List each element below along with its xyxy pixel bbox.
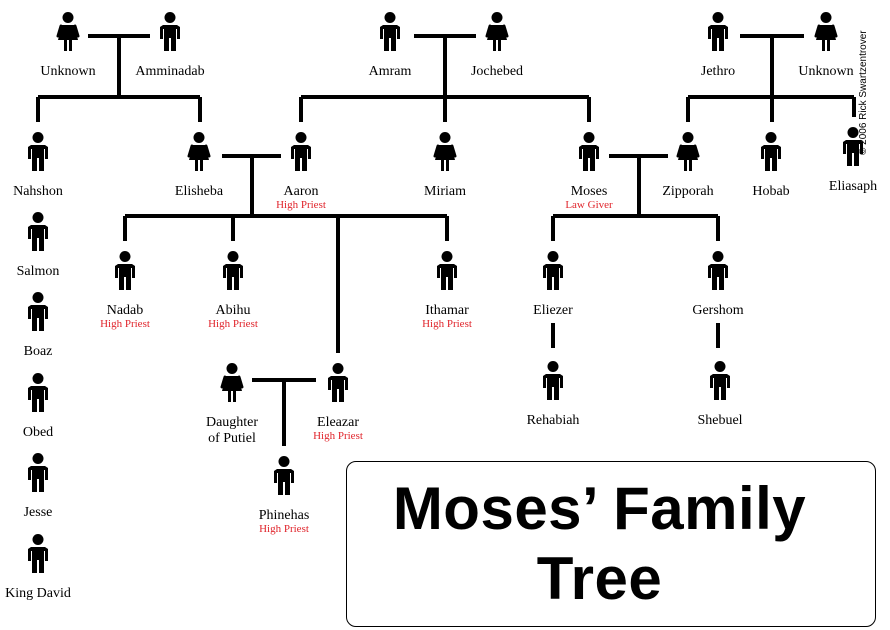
person-name-miriam: Miriam: [424, 184, 466, 199]
connector-lines: [36, 34, 856, 446]
person-name-eleazar: Eleazar: [317, 415, 359, 430]
person-name-king-david: King David: [5, 586, 71, 601]
person-name-line2-daughter-of-putiel: of Putiel: [208, 431, 256, 446]
title-box: Moses’ Family Tree: [346, 461, 876, 627]
male-person-icon: [274, 456, 294, 495]
female-person-icon: [433, 132, 457, 171]
person-name-nadab: Nadab: [107, 303, 144, 318]
person-name-aaron: Aaron: [284, 184, 319, 199]
person-title-eleazar: High Priest: [313, 430, 363, 442]
male-person-icon: [708, 251, 728, 290]
male-person-icon: [437, 251, 457, 290]
copyright-notice: © 2006 Rick Swartzentrover: [858, 30, 869, 155]
person-title-ithamar: High Priest: [422, 318, 472, 330]
title-line-2: Tree: [536, 545, 663, 612]
person-name-phinehas: Phinehas: [259, 508, 310, 523]
male-person-icon: [28, 212, 48, 251]
female-person-icon: [676, 132, 700, 171]
male-person-icon: [115, 251, 135, 290]
male-person-icon: [380, 12, 400, 51]
person-name-gershom: Gershom: [692, 303, 743, 318]
person-name-zipporah: Zipporah: [662, 184, 713, 199]
person-name-amminadab: Amminadab: [135, 64, 204, 79]
person-title-abihu: High Priest: [208, 318, 258, 330]
female-person-icon: [56, 12, 80, 51]
person-name-abihu: Abihu: [216, 303, 251, 318]
male-person-icon: [223, 251, 243, 290]
female-person-icon: [187, 132, 211, 171]
male-person-icon: [543, 361, 563, 400]
person-name-amram: Amram: [369, 64, 412, 79]
male-person-icon: [28, 292, 48, 331]
person-name-jesse: Jesse: [24, 505, 53, 520]
diagram-title: Moses’ Family Tree: [347, 474, 852, 614]
male-person-icon: [843, 127, 863, 166]
female-person-icon: [485, 12, 509, 51]
male-person-icon: [708, 12, 728, 51]
male-person-icon: [291, 132, 311, 171]
person-name-unknown-1: Unknown: [40, 64, 95, 79]
male-person-icon: [328, 363, 348, 402]
male-person-icon: [761, 132, 781, 171]
person-name-eliezer: Eliezer: [533, 303, 573, 318]
person-name-hobab: Hobab: [752, 184, 789, 199]
person-title-nadab: High Priest: [100, 318, 150, 330]
person-title-aaron: High Priest: [276, 199, 326, 211]
person-name-boaz: Boaz: [24, 344, 53, 359]
male-person-icon: [28, 132, 48, 171]
person-title-moses: Law Giver: [565, 199, 613, 211]
female-person-icon: [220, 363, 244, 402]
person-title-phinehas: High Priest: [259, 523, 309, 535]
female-person-icon: [814, 12, 838, 51]
title-line-1: Moses’ Family: [392, 475, 807, 542]
male-person-icon: [579, 132, 599, 171]
male-person-icon: [28, 453, 48, 492]
person-name-eliasaph: Eliasaph: [829, 179, 877, 194]
person-name-unknown-2: Unknown: [798, 64, 853, 79]
male-person-icon: [28, 373, 48, 412]
person-figures: [28, 12, 863, 573]
person-name-rehabiah: Rehabiah: [527, 413, 580, 428]
person-name-nahshon: Nahshon: [13, 184, 63, 199]
person-name-jochebed: Jochebed: [471, 64, 523, 79]
person-name-salmon: Salmon: [17, 264, 60, 279]
male-person-icon: [28, 534, 48, 573]
person-name-daughter-of-putiel: Daughter: [206, 415, 258, 430]
person-name-jethro: Jethro: [701, 64, 735, 79]
person-name-moses: Moses: [571, 184, 608, 199]
person-name-obed: Obed: [23, 425, 53, 440]
person-name-ithamar: Ithamar: [425, 303, 469, 318]
male-person-icon: [543, 251, 563, 290]
person-name-elisheba: Elisheba: [175, 184, 224, 199]
person-name-shebuel: Shebuel: [697, 413, 742, 428]
male-person-icon: [160, 12, 180, 51]
male-person-icon: [710, 361, 730, 400]
